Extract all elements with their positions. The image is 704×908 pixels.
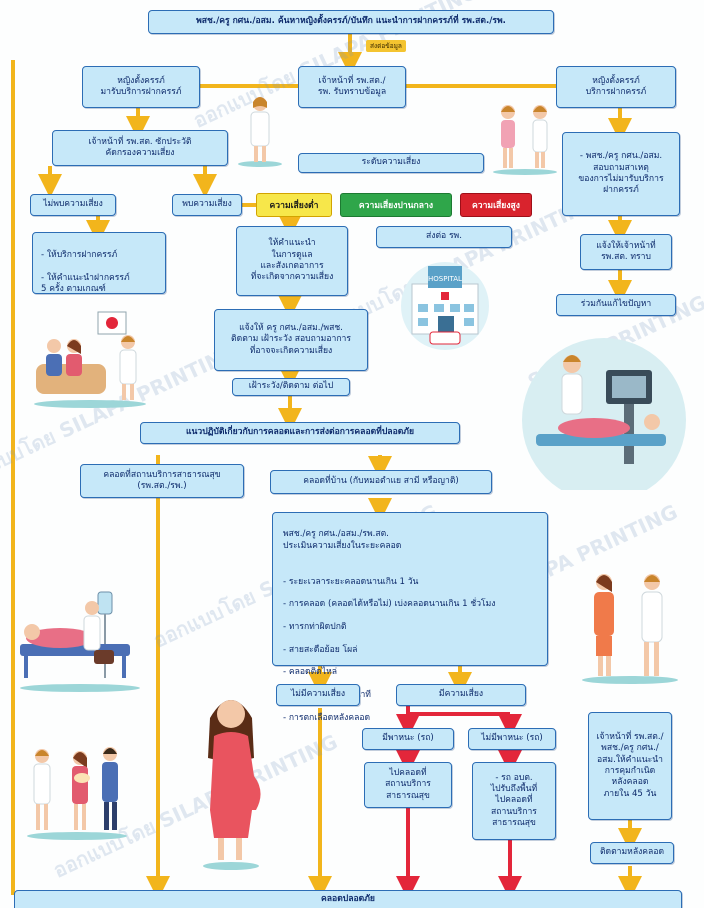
right-solve-box: ร่วมกันแก้ไขปัญหา xyxy=(556,294,676,316)
risk-found-box: พบความเสี่ยง xyxy=(172,194,242,216)
hospital-sign: HOSPITAL xyxy=(428,275,462,283)
birth-home-box: คลอดที่บ้าน (กับหมอตำแย สามี หรือญาติ) xyxy=(270,470,492,494)
hospital-illustration: HOSPITAL xyxy=(401,262,489,350)
risk-level-title: ระดับความเสี่ยง xyxy=(298,153,484,173)
birth-facility-box: คลอดที่สถานบริการสาธารณสุข (รพ.สต./รพ.) xyxy=(80,464,244,498)
notify-follow-box: แจ้งให้ ครู กศน./อสม./พสช. ติดตาม เฝ้าระ… xyxy=(214,309,368,371)
guideline-box: แนวปฏิบัติเกี่ยวกับการคลอดและการส่งต่อกา… xyxy=(140,422,460,444)
assess-item: - การตกเลือดหลังคลอด xyxy=(283,712,371,723)
screen-risk-box: เจ้าหน้าที่ รพ.สต. ซักประวัติ คัดกรองควา… xyxy=(52,130,228,166)
risk-low-badge: ความเสี่ยงต่ำ xyxy=(256,193,332,217)
no-vehicle-box: ไม่มีพาหนะ (รถ) xyxy=(468,728,556,750)
ultrasound-illustration xyxy=(522,338,686,490)
has-risk-box: มีความเสี่ยง xyxy=(396,684,526,706)
advice-line: - ให้คำแนะนำฝากครรภ์ 5 ครั้ง ตามเกณฑ์ xyxy=(41,273,130,295)
no-risk-birth-box: ไม่มีความเสี่ยง xyxy=(276,684,360,706)
pregnant-woman-illustration xyxy=(203,700,261,870)
pick-up-box: - รถ อบต. ไปรับถึงพื้นที่ ไปคลอดที่ สถาน… xyxy=(472,762,556,840)
family-consult-illustration xyxy=(34,311,146,408)
top-box: พสช./ครู กศน./อสม. ค้นหาหญิงตั้งครรภ์/บั… xyxy=(148,10,554,34)
staff-receive-box: เจ้าหน้าที่ รพ.สต./ รพ. รับทราบข้อมูล xyxy=(298,66,406,108)
assess-item: - คลอดติดไหล่ xyxy=(283,667,338,678)
nurse-mother-illustration xyxy=(582,574,678,684)
postnatal-advice-box: เจ้าหน้าที่ รพ.สต./ พสช./ครู กศน./ อสม.ใ… xyxy=(588,712,672,820)
no-risk-advice-box: - ให้บริการฝากครรภ์ - ให้คำแนะนำฝากครรภ์… xyxy=(32,232,166,294)
right-notify-box: แจ้งให้เจ้าหน้าที่ รพ.สต. ทราบ xyxy=(580,234,672,270)
assess-item: - ทารกท่าผิดปกติ xyxy=(283,622,347,633)
risk-medium-badge: ความเสี่ยงปานกลาง xyxy=(340,193,452,217)
send-data-tag: ส่งต่อข้อมูล xyxy=(366,40,406,52)
watch-box: เฝ้าระวัง/ติดตาม ต่อไป xyxy=(232,378,350,396)
doctor-illustration xyxy=(238,97,282,167)
risk-high-badge: ความเสี่ยงสูง xyxy=(460,193,532,217)
hospital-bed-illustration xyxy=(20,591,140,692)
advice-line: - ให้บริการฝากครรภ์ xyxy=(41,250,118,261)
pregnant-women-illustration xyxy=(493,105,557,175)
low-risk-advice-box: ให้คำแนะนำ ในการดูแล และสังเกตอาการ ที่จ… xyxy=(236,226,348,296)
right-pregnant-box: หญิงตั้งครรภ์ บริการฝากครรภ์ xyxy=(556,66,676,108)
assess-risk-box: พสช./ครู กศน./อสม./รพ.สต. ประเมินความเสี… xyxy=(272,512,548,723)
no-risk-box: ไม่พบความเสี่ยง xyxy=(30,194,116,216)
safe-birth-box: คลอดปลอดภัย xyxy=(14,890,682,908)
assess-item: - การคลอด (คลอดได้หรือไม่) เบ่งคลอดนานเก… xyxy=(283,599,496,610)
assess-item: - ระยะเวลาระยะคลอดนานเกิน 1 วัน xyxy=(283,576,419,587)
family-baby-illustration xyxy=(27,747,127,840)
postnatal-follow-box: ติดตามหลังคลอด xyxy=(590,842,674,864)
go-facility-box: ไปคลอดที่ สถานบริการ สาธารณสุข xyxy=(364,762,452,808)
right-ask-box: - พสช./ครู กศน./อสม. สอบถามสาเหตุ ของการ… xyxy=(562,132,680,216)
assess-item: - สายสะดือย้อย โผล่ xyxy=(283,644,358,655)
refer-hospital-box: ส่งต่อ รพ. xyxy=(376,226,512,248)
left-pregnant-box: หญิงตั้งครรภ์ มารับบริการฝากครรภ์ xyxy=(82,66,200,108)
assess-title: พสช./ครู กศน./อสม./รพ.สต. ประเมินความเสี… xyxy=(283,529,402,551)
has-vehicle-box: มีพาหนะ (รถ) xyxy=(362,728,454,750)
